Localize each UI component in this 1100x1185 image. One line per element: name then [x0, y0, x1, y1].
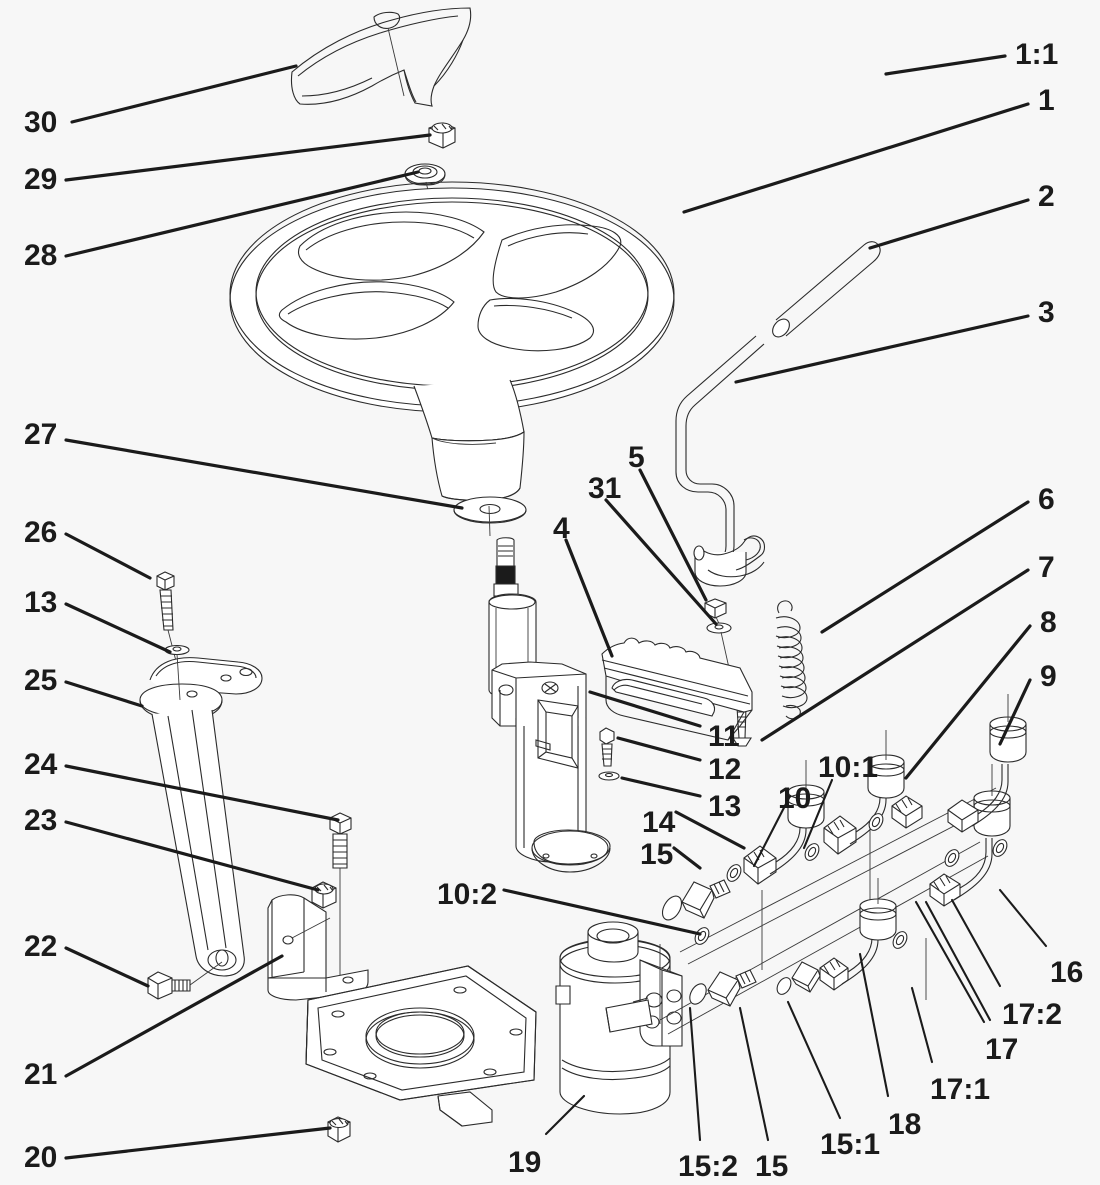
- part-30-wheel-cover-trim: [290, 7, 472, 107]
- callout-label-12: 12: [708, 753, 742, 786]
- part-15-2-straight-fitting: [689, 969, 757, 1007]
- part-17-1-elbow-union: [819, 878, 897, 991]
- part-10-o-ring-a: [726, 864, 742, 882]
- callout-label-19: 19: [508, 1146, 542, 1179]
- part-19-hydraulic-steering-unit: [555, 921, 683, 1115]
- callout-label-26: 26: [24, 516, 58, 549]
- leader-lines: [64, 54, 1048, 1160]
- callout-label-29: 29: [24, 163, 58, 196]
- callout-label-24: 24: [24, 748, 58, 781]
- callout-label-18: 18: [888, 1108, 922, 1141]
- hydraulic-lines-group: [659, 694, 1027, 1035]
- callout-label-23: 23: [24, 804, 58, 837]
- callout-label-27: 27: [24, 418, 58, 451]
- callout-label-13-b: 13: [708, 790, 742, 823]
- callout-label-11: 11: [708, 720, 740, 753]
- callout-label-5: 5: [628, 441, 645, 474]
- callout-label-10-2: 10:2: [437, 878, 498, 911]
- callout-label-31: 31: [588, 472, 622, 505]
- callout-label-21: 21: [24, 1058, 58, 1091]
- part-17-2-elbow-union: [891, 795, 923, 829]
- part-12-screw: [599, 727, 615, 767]
- callout-label-10: 10: [778, 782, 812, 815]
- part-base-plate: [305, 965, 537, 1127]
- callout-label-14: 14: [642, 806, 676, 839]
- callout-label-16: 16: [1050, 956, 1084, 989]
- callout-label-10-1: 10:1: [818, 751, 879, 784]
- part-9-hose-end: [929, 764, 1011, 907]
- part-18-sealing-ring: [892, 931, 908, 949]
- part-10-1-hose-connector: [804, 843, 820, 861]
- callout-label-1-1: 1:1: [1015, 38, 1059, 71]
- callout-label-1: 1: [1038, 84, 1055, 117]
- part-27-thrust-washer-plate: [453, 496, 527, 537]
- callout-label-9: 9: [1040, 660, 1057, 693]
- callout-label-17-1: 17:1: [930, 1073, 991, 1106]
- part-15-straight-fitting: [661, 879, 731, 921]
- callout-label-15-1: 15:1: [820, 1128, 881, 1161]
- part-4-steering-column-shaft: [488, 537, 611, 873]
- part-17-elbow-union: [823, 730, 905, 855]
- part-31-clamp-plate: [706, 622, 736, 696]
- callout-label-2: 2: [1038, 180, 1055, 213]
- part-1-steering-wheel: [229, 181, 675, 501]
- part-20-lock-nut: [327, 1116, 351, 1143]
- part-6-return-spring: [775, 600, 808, 720]
- callout-label-20: 20: [24, 1141, 58, 1174]
- part-o-ring-mid: [992, 839, 1008, 857]
- callout-label-15-a: 15: [640, 838, 674, 871]
- part-25-pedal-lever-arm: [139, 653, 263, 977]
- part-3-shift-lever-rod: [675, 335, 766, 587]
- part-7-ratchet-quadrant: [601, 637, 753, 741]
- callout-label-13-a: 13: [24, 586, 58, 619]
- callout-label-17: 17: [985, 1033, 1019, 1066]
- callout-label-7: 7: [1038, 551, 1055, 584]
- part-22-bolt-flange: [147, 961, 223, 1000]
- callout-label-3: 3: [1038, 296, 1055, 329]
- part-29-castle-nut: [428, 122, 456, 149]
- callout-label-28: 28: [24, 239, 58, 272]
- part-15-1-straight-fitting: [776, 961, 821, 995]
- callout-label-4: 4: [553, 512, 570, 545]
- callout-label-17-2: 17:2: [1002, 998, 1063, 1031]
- callout-label-25: 25: [24, 664, 58, 697]
- callout-label-22: 22: [24, 930, 58, 963]
- callout-label-15-2: 15:2: [678, 1150, 739, 1183]
- callout-label-30: 30: [24, 106, 58, 139]
- part-o-ring-right-lower: [944, 849, 960, 867]
- callout-label-6: 6: [1038, 483, 1055, 516]
- callout-label-8: 8: [1040, 606, 1057, 639]
- part-13-washer-center: [598, 771, 620, 781]
- part-16-union-nut: [868, 813, 884, 831]
- callout-label-15-b: 15: [755, 1150, 789, 1183]
- part-26-screw-long: [156, 571, 187, 701]
